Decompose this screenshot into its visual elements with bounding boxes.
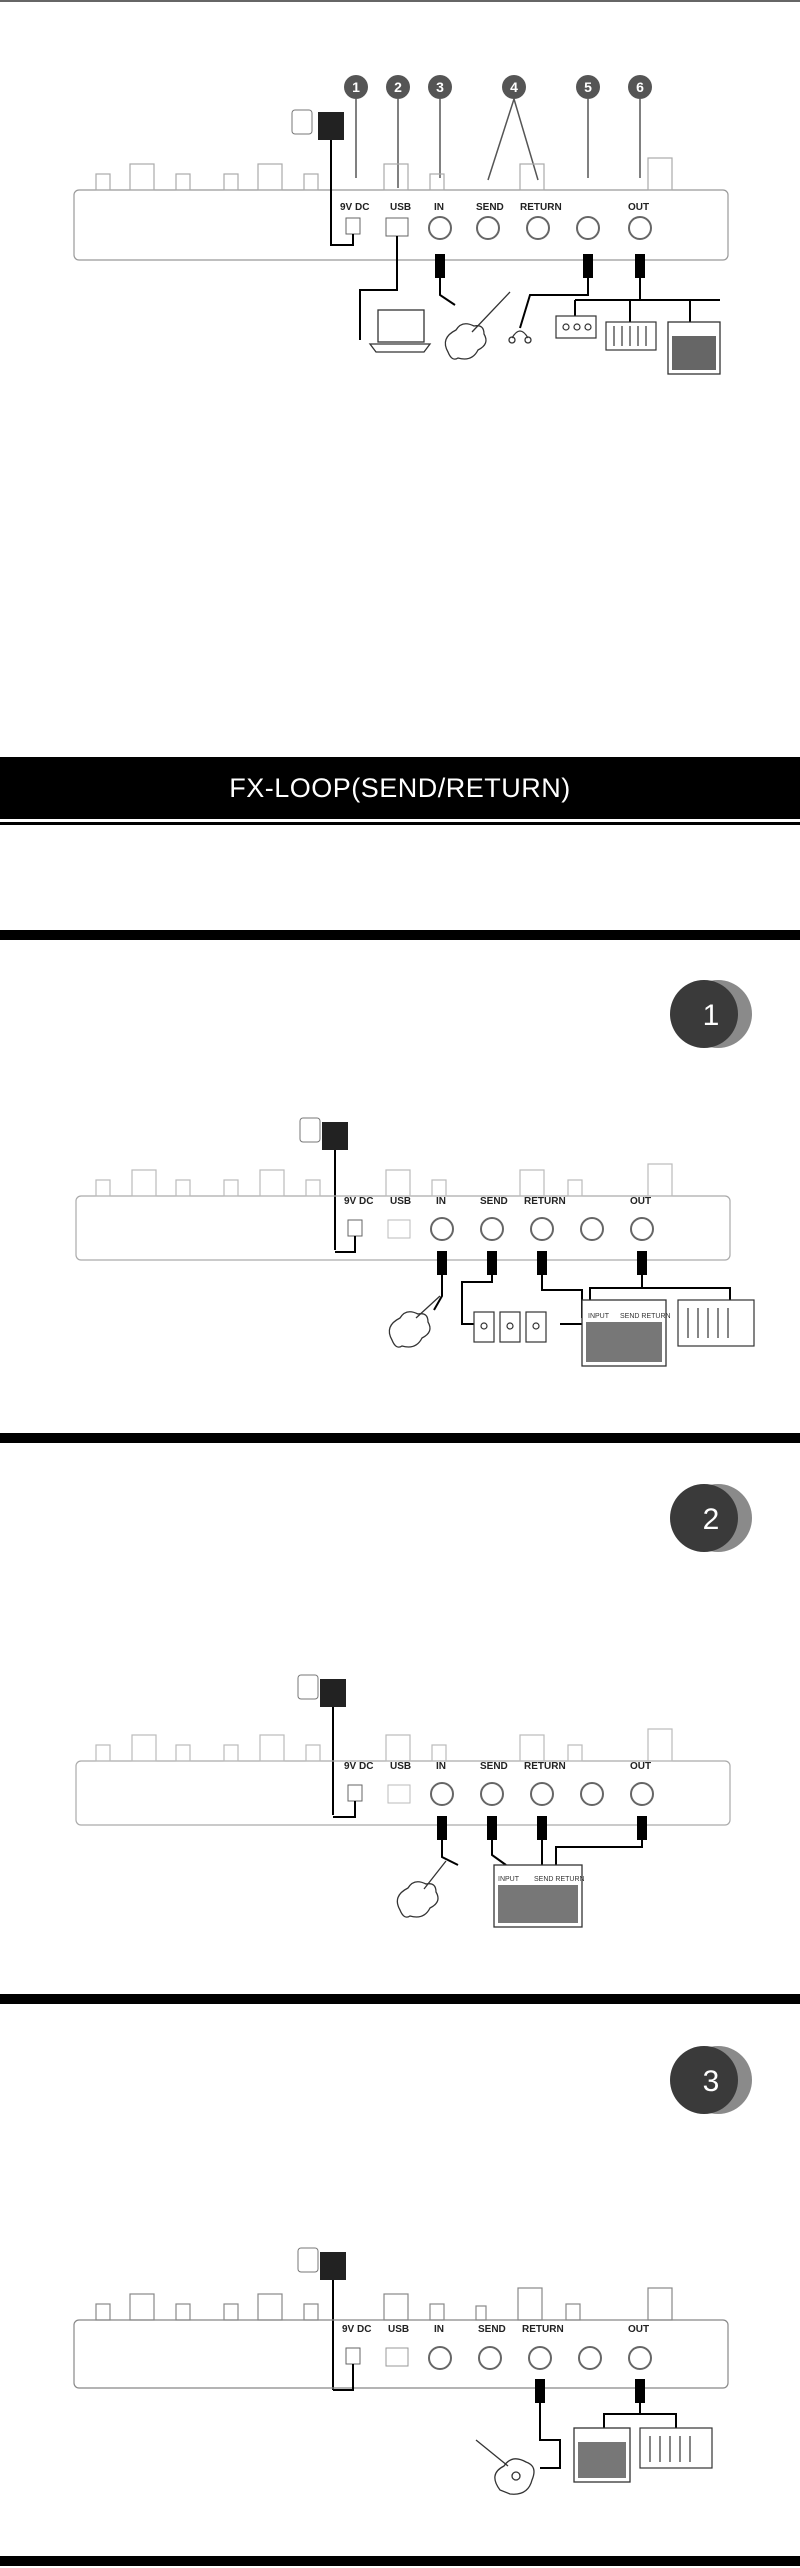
svg-text:1: 1 [703, 999, 720, 1032]
svg-text:OUT: OUT [630, 1196, 651, 1207]
amplifier-icon [573, 2427, 631, 2483]
callout-1: 1 [344, 75, 368, 99]
svg-text:INPUT: INPUT [498, 1876, 520, 1883]
svg-text:IN: IN [436, 1761, 446, 1772]
svg-text:3: 3 [703, 2065, 720, 2098]
mode-2-divider [0, 1433, 800, 1443]
mode-1-diagram: 9V DC USB IN SEND RETURN OUT INPUT SEND … [75, 1117, 755, 1367]
callout-5: 5 [576, 75, 600, 99]
heading-underline [0, 822, 800, 825]
guitar-icon [396, 1860, 447, 1918]
callout-4: 4 [502, 75, 526, 99]
svg-text:IN: IN [434, 202, 444, 213]
mode-2-diagram: 9V DC USB IN SEND RETURN OUT INPUT SEND … [75, 1674, 731, 1928]
svg-text:9V DC: 9V DC [344, 1761, 373, 1772]
mixer-icon [605, 321, 657, 351]
svg-text:OUT: OUT [630, 1761, 651, 1772]
svg-text:IN: IN [436, 1196, 446, 1207]
bottom-divider [0, 2556, 800, 2566]
svg-text:USB: USB [390, 1761, 411, 1772]
svg-text:1: 1 [352, 79, 360, 95]
mode-1-badge: 1 [670, 980, 752, 1048]
guitar-icon [444, 291, 511, 360]
mode-3-divider [0, 1994, 800, 2004]
guitar-icon [388, 1295, 441, 1348]
amplifier-icon [667, 321, 721, 375]
svg-text:SEND: SEND [476, 202, 504, 213]
svg-text:RETURN: RETURN [522, 2324, 564, 2335]
svg-text:USB: USB [388, 2324, 409, 2335]
svg-text:USB: USB [390, 202, 411, 213]
footswitch-row [95, 157, 673, 191]
mode-3-badge: 3 [670, 2046, 752, 2114]
power-adapter-icon [297, 2247, 346, 2390]
callout-3: 3 [428, 75, 452, 99]
svg-text:9V DC: 9V DC [344, 1196, 373, 1207]
svg-text:SEND RETURN: SEND RETURN [620, 1313, 671, 1320]
svg-text:4: 4 [510, 79, 518, 95]
power-adapter-icon [291, 109, 344, 170]
svg-text:RETURN: RETURN [520, 202, 562, 213]
svg-text:SEND: SEND [478, 2324, 506, 2335]
svg-text:3: 3 [436, 79, 444, 95]
callout-2: 2 [386, 75, 410, 99]
svg-text:OUT: OUT [628, 202, 649, 213]
svg-text:USB: USB [390, 1196, 411, 1207]
svg-text:9V DC: 9V DC [342, 2324, 371, 2335]
callout-6: 6 [628, 75, 652, 99]
effect-pedals-icon [473, 1311, 547, 1343]
top-divider [0, 0, 800, 2]
svg-text:OUT: OUT [628, 2324, 649, 2335]
mixer-icon [677, 1299, 755, 1347]
svg-text:SEND: SEND [480, 1761, 508, 1772]
svg-text:2: 2 [703, 1503, 720, 1536]
svg-text:IN: IN [434, 2324, 444, 2335]
svg-text:RETURN: RETURN [524, 1761, 566, 1772]
amplifier-icon: INPUT SEND RETURN [581, 1299, 671, 1367]
svg-text:SEND RETURN: SEND RETURN [534, 1876, 585, 1883]
mode-3-diagram: 9V DC USB IN SEND RETURN OUT [73, 2247, 729, 2495]
svg-text:RETURN: RETURN [524, 1196, 566, 1207]
overview-diagram: 1 2 3 4 5 6 9V DC USB IN SEND RETURN OUT [73, 75, 729, 375]
amplifier-icon: INPUT SEND RETURN [493, 1864, 585, 1928]
svg-text:SEND: SEND [480, 1196, 508, 1207]
section-heading: FX-LOOP(SEND/RETURN) [0, 757, 800, 819]
acoustic-guitar-icon [475, 2439, 535, 2495]
svg-text:INPUT: INPUT [588, 1313, 610, 1320]
power-adapter-icon [297, 1674, 346, 1815]
svg-text:5: 5 [584, 79, 592, 95]
mode-1-divider [0, 930, 800, 940]
headphones-icon [508, 330, 532, 344]
audio-interface-icon [555, 315, 597, 339]
svg-text:9V DC: 9V DC [340, 202, 369, 213]
mode-2-badge: 2 [670, 1484, 752, 1552]
svg-text:2: 2 [394, 79, 402, 95]
svg-text:6: 6 [636, 79, 644, 95]
power-adapter-icon [299, 1117, 348, 1250]
mixer-icon [639, 2427, 713, 2469]
laptop-icon [368, 309, 432, 353]
